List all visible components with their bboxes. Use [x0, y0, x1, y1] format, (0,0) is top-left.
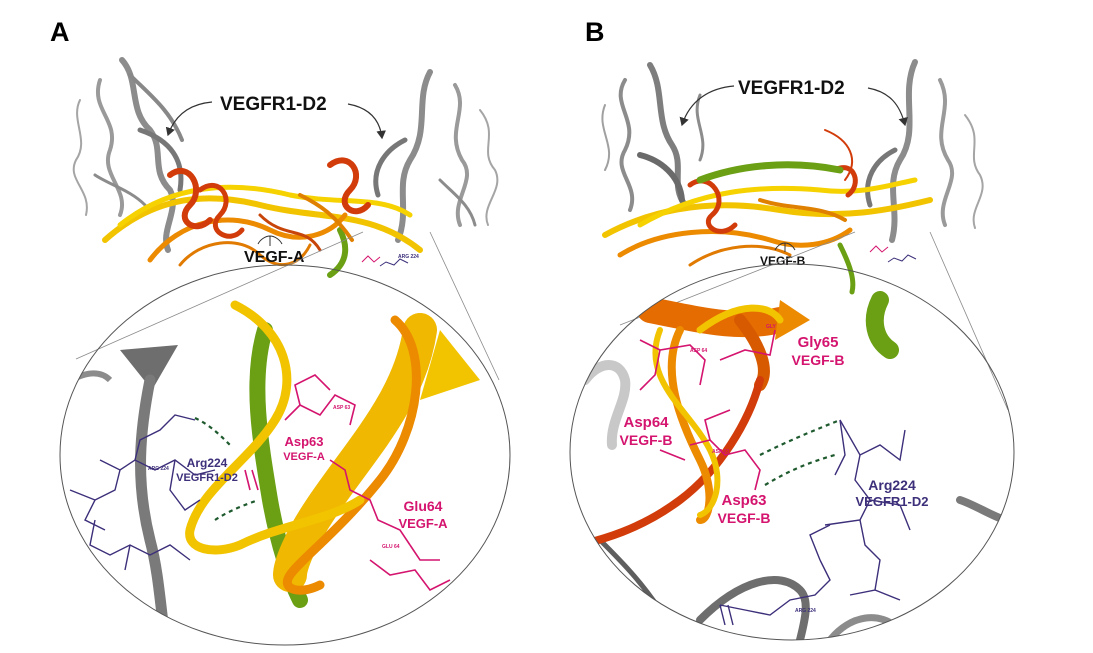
panel-a-res-arg224-chain: VEGFR1-D2	[176, 472, 238, 484]
panel-b-overview-residues	[869, 245, 917, 263]
panel-a-ligand-ribbons	[102, 157, 423, 278]
panel-a-zoom-ellipse	[59, 264, 511, 646]
panel-b-res-asp64-name: Asp64	[623, 414, 669, 431]
panel-a-tag-arg224: ARG 224	[148, 466, 169, 472]
panel-a-zoom-line-right	[429, 231, 500, 381]
panel-a-res-asp63-chain: VEGF-A	[283, 451, 325, 463]
panel-a-tag-asp63: ASP 63	[333, 405, 350, 411]
panel-a-overview-structure: ARG 224	[72, 57, 499, 278]
panel-b-res-arg224-chain: VEGFR1-D2	[856, 494, 929, 509]
panel-b-receptor-left	[601, 62, 705, 212]
panel-a-overview-residues: ARG 224	[361, 254, 419, 267]
panel-a-res-glu64-name: Glu64	[404, 498, 443, 514]
panel-a-ligand-arrow	[257, 235, 283, 246]
panel-b-tag-gly65: GLY	[766, 324, 776, 330]
panel-b-zoom-view: GLY ASP 64 ASP 63 ARG 224 Gly65 VEGF-B A…	[569, 263, 1015, 641]
panel-b-receptor-label: VEGFR1-D2	[738, 78, 845, 99]
panel-b: B	[569, 17, 1015, 641]
panel-b-res-gly65-chain: VEGF-B	[792, 352, 845, 368]
panel-a-res-arg224-name: Arg224	[187, 456, 228, 470]
panel-b-tag-asp63: ASP 63	[712, 449, 729, 455]
panel-b-ligand-arrow	[774, 242, 796, 252]
panel-a-res-glu64-chain: VEGF-A	[398, 516, 448, 531]
panel-a-tag-glu64: GLU 64	[382, 544, 400, 550]
panel-b-zoom-line-right	[929, 231, 1009, 411]
panel-a-receptor-label: VEGFR1-D2	[220, 94, 327, 115]
panel-a-zoom-line-left	[75, 231, 364, 360]
panel-a-receptor-left	[72, 57, 184, 253]
panel-b-receptor-arrow-left	[679, 85, 735, 127]
panel-b-res-arg224-name: Arg224	[868, 477, 916, 493]
panel-a-label: A	[50, 17, 70, 47]
panel-a-receptor-arrow-right	[347, 103, 386, 140]
panel-a-receptor-right	[373, 69, 499, 243]
panel-b-label: B	[585, 17, 605, 47]
panel-a-res-asp63-name: Asp63	[284, 434, 323, 449]
panel-b-receptor-right	[865, 59, 984, 243]
panel-a-zoom-view: ASP 63 GLU 64 ARG 224 Asp63 VEGF-A Glu64…	[59, 264, 511, 646]
panel-b-tag-arg224: ARG 224	[795, 608, 816, 614]
panel-b-res-asp63-name: Asp63	[721, 492, 766, 509]
panel-b-res-asp63-chain: VEGF-B	[718, 510, 771, 526]
panel-a-overview-tag: ARG 224	[398, 254, 419, 260]
panel-b-ligand-label: VEGF-B	[760, 254, 806, 268]
panel-b-ligand-ribbons	[602, 129, 933, 295]
panel-b-zoom-ellipse	[569, 263, 1015, 641]
panel-a-ligand-label: VEGF-A	[244, 249, 305, 266]
panel-b-res-gly65-name: Gly65	[798, 334, 839, 351]
panel-a: A	[50, 17, 511, 646]
panel-a-receptor-arrow-left	[165, 101, 213, 137]
panel-b-overview-structure	[601, 59, 984, 295]
panel-b-receptor-arrow-right	[867, 87, 908, 127]
panel-b-res-asp64-chain: VEGF-B	[620, 432, 673, 448]
panel-b-tag-asp64: ASP 64	[690, 348, 707, 354]
